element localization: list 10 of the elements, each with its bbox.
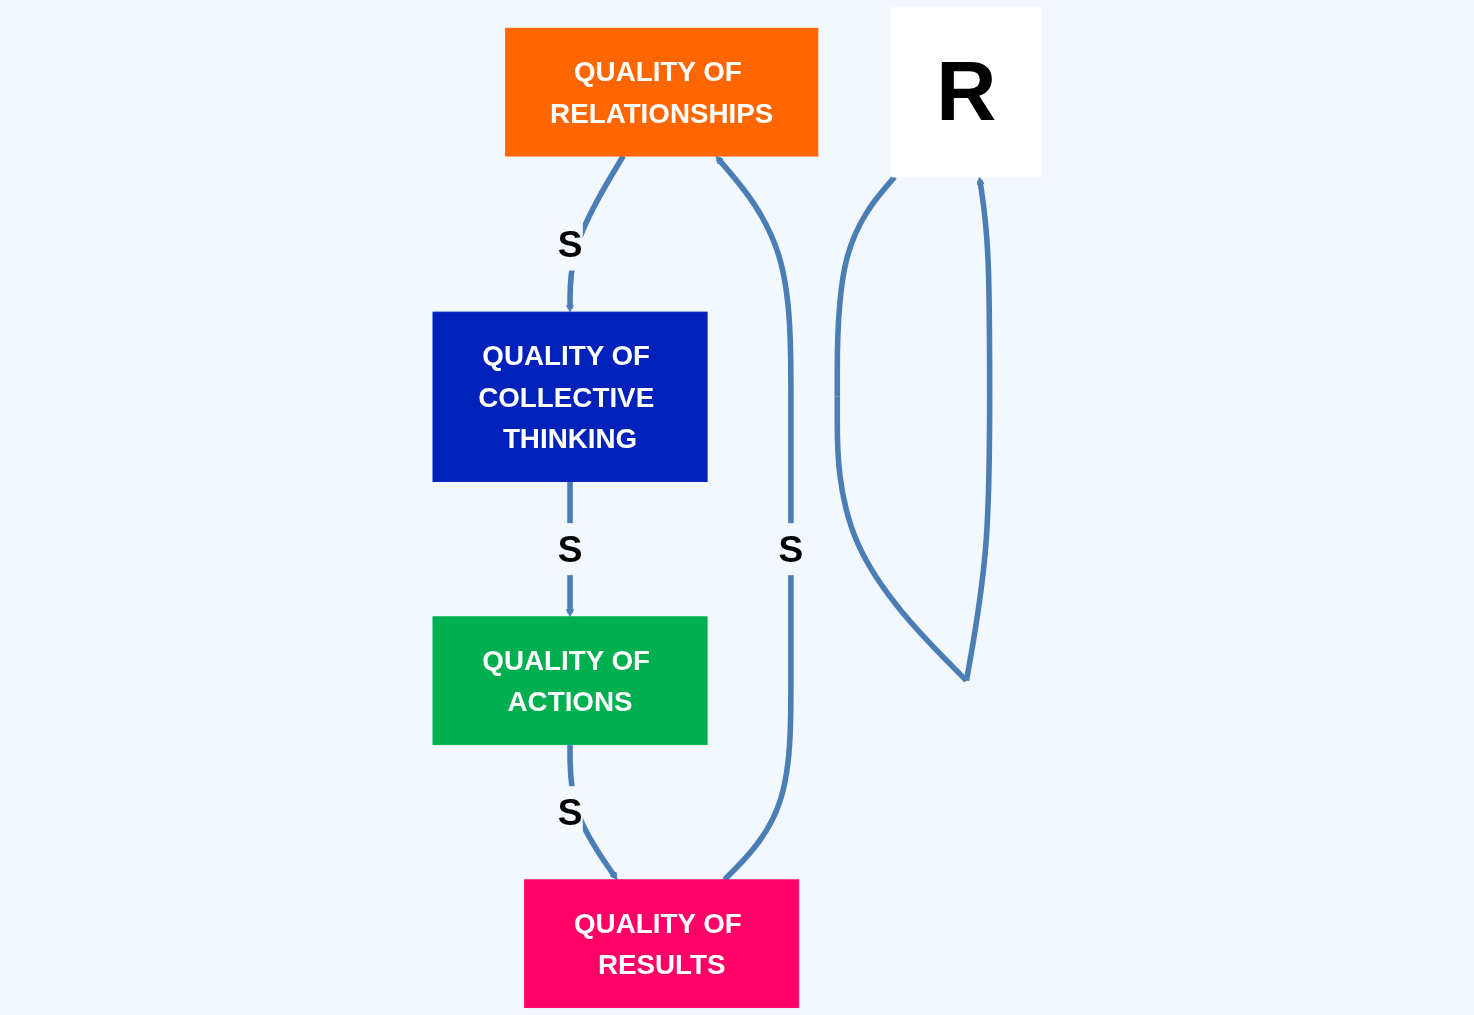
edge-label: S — [557, 224, 583, 265]
node-box: R — [891, 6, 1042, 178]
edge-label: S — [557, 528, 583, 570]
node-box: QUALITY OF RESULTS — [524, 879, 800, 1009]
node-box: QUALITY OF ACTIONS — [432, 616, 708, 746]
edge-label: S — [778, 528, 804, 570]
node-box: QUALITY OF RELATIONSHIPS — [505, 27, 819, 157]
edge-label: S — [557, 791, 583, 833]
node-box: QUALITY OF COLLECTIVE THINKING — [432, 311, 708, 483]
arrow — [834, 175, 993, 683]
